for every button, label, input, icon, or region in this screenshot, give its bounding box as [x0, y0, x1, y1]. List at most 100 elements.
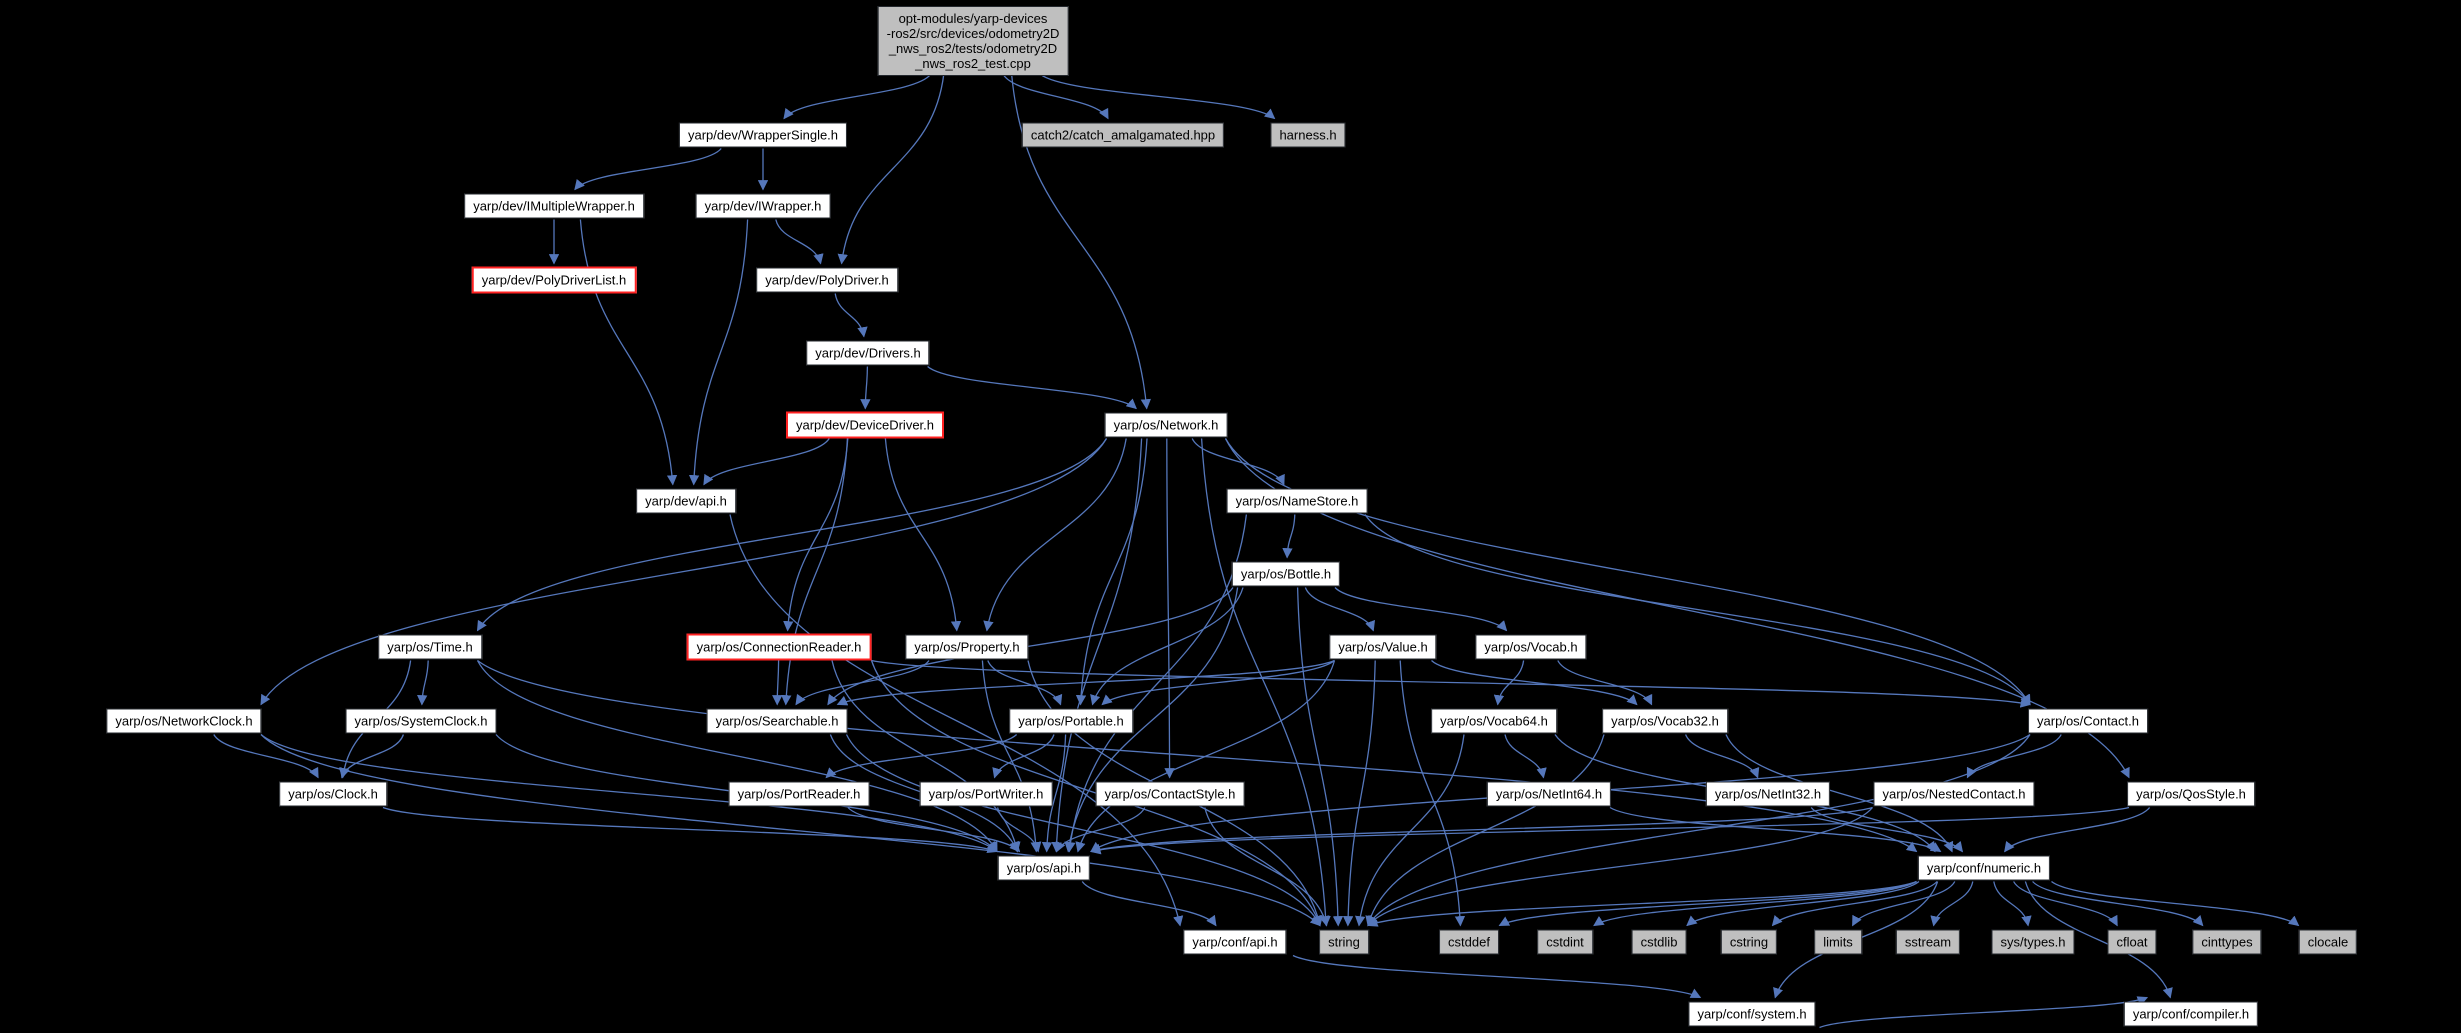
graph-node-portwriter[interactable]: yarp/os/PortWriter.h — [919, 781, 1053, 807]
graph-edge — [2024, 881, 2173, 999]
graph-node-cstddef: cstddef — [1439, 929, 1499, 955]
graph-edge — [836, 659, 1335, 706]
graph-edge — [1055, 807, 1146, 853]
graph-node-network[interactable]: yarp/os/Network.h — [1104, 412, 1228, 438]
graph-node-qosstyle[interactable]: yarp/os/QosStyle.h — [2127, 781, 2255, 807]
graph-node-sysclock[interactable]: yarp/os/SystemClock.h — [345, 708, 497, 734]
graph-node-cstdlib: cstdlib — [1631, 929, 1687, 955]
graph-edge — [339, 734, 405, 779]
graph-node-ws[interactable]: yarp/dev/WrapperSingle.h — [678, 122, 848, 148]
graph-node-devapi[interactable]: yarp/dev/api.h — [636, 488, 736, 514]
graph-edge — [1282, 514, 1296, 559]
graph-edge — [795, 660, 930, 706]
graph-node-vocab[interactable]: yarp/os/Vocab.h — [1475, 634, 1587, 660]
graph-edge — [992, 734, 1055, 779]
graph-node-drivers[interactable]: yarp/dev/Drivers.h — [806, 340, 930, 366]
graph-edge — [1557, 660, 1653, 706]
graph-edge — [1296, 587, 1344, 927]
graph-node-clock[interactable]: yarp/os/Clock.h — [279, 781, 387, 807]
graph-edge — [1101, 660, 1335, 706]
graph-edge — [1993, 881, 2032, 927]
graph-node-osapi[interactable]: yarp/os/api.h — [997, 855, 1091, 881]
graph-edge — [783, 438, 849, 632]
graph-edge — [996, 807, 1042, 853]
graph-edge — [579, 219, 678, 486]
graph-edge — [688, 219, 749, 486]
graph-edge — [845, 734, 1321, 927]
graph-edge — [1089, 806, 2130, 855]
graph-edge — [847, 807, 1021, 853]
graph-node-confsystem[interactable]: yarp/conf/system.h — [1688, 1001, 1816, 1027]
graph-node-vocab32[interactable]: yarp/os/Vocab32.h — [1602, 708, 1728, 734]
graph-edge — [1930, 881, 1974, 927]
graph-edge — [1075, 438, 1148, 706]
graph-node-searchable[interactable]: yarp/os/Searchable.h — [706, 708, 848, 734]
graph-node-dd[interactable]: yarp/dev/DeviceDriver.h — [786, 411, 944, 439]
graph-node-contact[interactable]: yarp/os/Contact.h — [2028, 708, 2148, 734]
graph-edge — [1051, 438, 1143, 853]
graph-edge — [837, 73, 945, 265]
graph-node-iw[interactable]: yarp/dev/IWrapper.h — [695, 193, 831, 219]
graph-edge — [983, 438, 1127, 632]
graph-node-pd[interactable]: yarp/dev/PolyDriver.h — [756, 267, 898, 293]
graph-edge — [1725, 734, 1954, 853]
graph-node-numeric[interactable]: yarp/conf/numeric.h — [1917, 855, 2051, 881]
graph-node-netint32[interactable]: yarp/os/NetInt32.h — [1705, 781, 1831, 807]
graph-node-contactstyle[interactable]: yarp/os/ContactStyle.h — [1095, 781, 1245, 807]
graph-node-connreader[interactable]: yarp/os/ConnectionReader.h — [686, 633, 872, 661]
graph-edge — [1493, 660, 1525, 706]
graph-node-root: opt-modules/yarp-devices -ros2/src/devic… — [877, 6, 1069, 76]
graph-edge — [1081, 881, 1217, 927]
graph-edge — [213, 734, 319, 779]
graph-edge — [860, 366, 871, 410]
graph-edge — [2013, 881, 2118, 927]
graph-node-confcompiler[interactable]: yarp/conf/compiler.h — [2123, 1001, 2259, 1027]
graph-edge — [1334, 587, 1508, 632]
graph-node-namestore[interactable]: yarp/os/NameStore.h — [1226, 488, 1368, 514]
graph-edge — [1090, 587, 1244, 706]
graph-edge — [417, 660, 429, 706]
graph-edge — [1002, 73, 1109, 120]
graph-edge — [2051, 880, 2300, 927]
graph-node-pdl[interactable]: yarp/dev/PolyDriverList.h — [471, 266, 637, 294]
graph-node-portable[interactable]: yarp/os/Portable.h — [1009, 708, 1133, 734]
graph-node-imw[interactable]: yarp/dev/IMultipleWrapper.h — [464, 193, 644, 219]
graph-edge — [981, 660, 1041, 853]
graph-edge — [1609, 806, 1942, 853]
graph-node-netclock[interactable]: yarp/os/NetworkClock.h — [106, 708, 262, 734]
graph-edge — [834, 293, 868, 338]
graph-edge — [476, 438, 1108, 632]
graph-edge — [1292, 954, 1702, 999]
graph-node-netint64[interactable]: yarp/os/NetInt64.h — [1486, 781, 1612, 807]
graph-edge — [775, 219, 824, 265]
graph-edge — [1367, 734, 2031, 927]
graph-edge — [825, 734, 1018, 779]
graph-edge — [2032, 881, 2204, 927]
graph-node-property[interactable]: yarp/os/Property.h — [905, 634, 1029, 660]
graph-edge — [1075, 660, 1336, 853]
graph-node-confapi[interactable]: yarp/conf/api.h — [1183, 929, 1287, 955]
graph-node-vocab64[interactable]: yarp/os/Vocab64.h — [1431, 708, 1557, 734]
graph-edge — [1204, 807, 1330, 927]
graph-node-cstring: cstring — [1720, 929, 1778, 955]
graph-node-harness: harness.h — [1270, 122, 1346, 148]
graph-edge — [703, 438, 830, 486]
graph-edge — [1191, 438, 1285, 486]
graph-node-nestedcontact[interactable]: yarp/os/NestedContact.h — [1873, 781, 2035, 807]
graph-node-bottle[interactable]: yarp/os/Bottle.h — [1231, 561, 1341, 587]
graph-edge — [1041, 734, 1067, 853]
graph-edge — [1684, 734, 1760, 779]
graph-node-value[interactable]: yarp/os/Value.h — [1329, 634, 1437, 660]
graph-edge — [1771, 881, 1938, 927]
graph-node-portreader[interactable]: yarp/os/PortReader.h — [728, 781, 870, 807]
graph-edge — [2004, 807, 2151, 853]
graph-edge — [1431, 660, 1638, 706]
graph-edge — [1364, 514, 2031, 706]
graph-node-time[interactable]: yarp/os/Time.h — [378, 634, 482, 660]
graph-node-sstream: sstream — [1895, 929, 1961, 955]
graph-edge — [1342, 660, 1376, 927]
graph-node-string: string — [1319, 929, 1369, 955]
graph-edge — [884, 438, 962, 632]
